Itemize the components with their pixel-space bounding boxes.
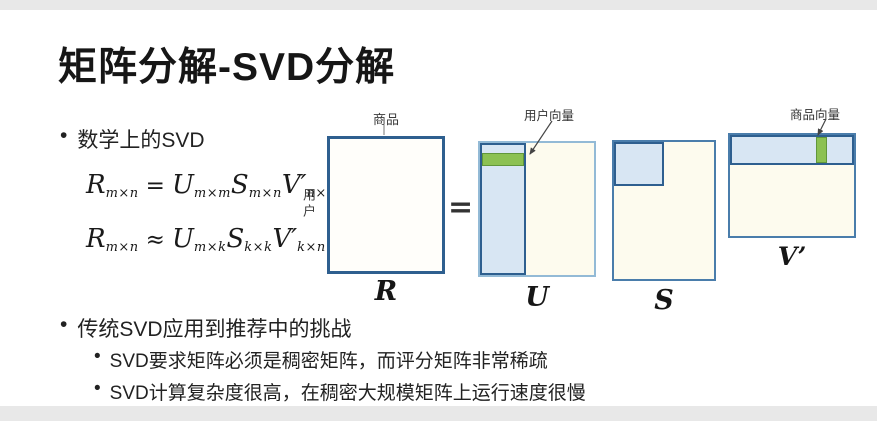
section-math-heading: 数学上的SVD [77,129,205,152]
user-vector-highlight [482,153,524,166]
matrix-s [612,140,716,281]
formula-approx-s: S [226,224,245,254]
item-vector-highlight [816,137,827,163]
formula-approx-u: U [171,224,194,254]
formula-exact-r: R [86,170,106,200]
matrix-s-topleft-block [614,142,664,186]
section-challenges-heading: 传统SVD应用到推荐中的挑战 [77,318,352,341]
matrix-r-col-label: 商品 [372,112,399,127]
formula-approx-r-sub: m×n [105,240,139,256]
matrix-r-label: R [374,276,398,307]
slide: 矩阵分解-SVD分解 • 数学上的SVD Rm×n=Um×mSm×nV′n×n … [0,10,877,406]
formula-approx-op: ≈ [145,227,165,253]
formula-approx-v: V′ [272,224,298,254]
matrix-u [478,141,596,277]
matrix-r-row-label: 用户 [301,188,316,220]
bullet-marker: • [60,313,68,336]
formula-approx: Rm×n ≈Um×kSk×kV′k×n [86,224,326,255]
matrix-v-top-row [730,135,854,165]
matrix-u-label: U [525,282,549,313]
formula-exact-r-sub: m×n [105,186,139,202]
formula-exact-s-sub: m×n [248,186,282,202]
formula-approx-r: R [86,224,106,254]
challenge-item-text: SVD要求矩阵必须是稠密矩阵，而评分矩阵非常稀疏 [109,351,548,372]
challenge-item: • SVD要求矩阵必须是稠密矩阵，而评分矩阵非常稀疏 [94,346,548,373]
formula-exact-v: V′ [281,170,307,200]
bullet-marker: • [94,346,101,367]
formula-exact: Rm×n=Um×mSm×nV′n×n [86,170,336,201]
item-vector-annotation: 商品向量 [790,108,841,122]
bullet-math-svd: • 数学上的SVD [60,124,205,154]
formula-exact-op: = [145,173,165,199]
formula-exact-u-sub: m×m [193,186,231,202]
equals-sign: = [448,190,474,225]
formula-approx-v-sub: k×n [297,240,326,256]
formula-approx-u-sub: m×k [193,240,227,256]
matrix-u-user-column [480,143,526,275]
page-title: 矩阵分解-SVD分解 [58,46,396,89]
challenge-item-text: SVD计算复杂度很高，在稠密大规模矩阵上运行速度很慢 [109,383,586,404]
user-vector-annotation: 用户向量 [524,109,575,123]
matrix-r [327,136,445,274]
challenge-item: • SVD计算复杂度很高，在稠密大规模矩阵上运行速度很慢 [94,378,586,405]
matrix-s-label: S [654,285,674,316]
bullet-marker: • [60,124,68,147]
matrix-v [728,133,856,238]
formula-approx-s-sub: k×k [244,240,273,256]
matrix-v-label: V’ [777,242,807,271]
bullet-challenges: • 传统SVD应用到推荐中的挑战 [60,313,352,343]
formula-exact-s: S [230,170,249,200]
bullet-marker: • [94,378,101,399]
formula-exact-u: U [171,170,194,200]
